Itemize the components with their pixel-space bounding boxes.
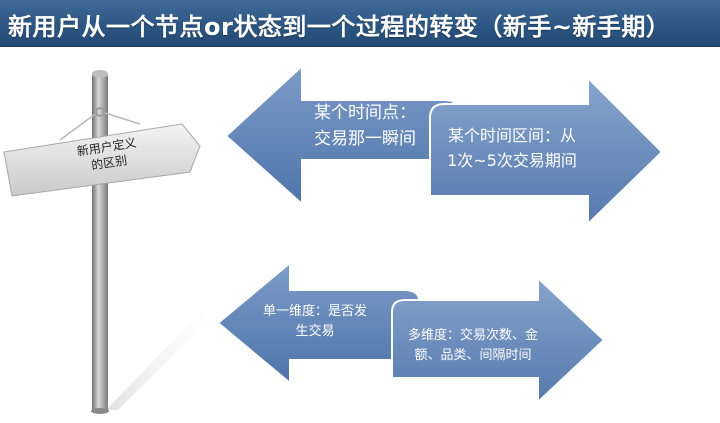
arrow-top-left-label: 某个时间点： 交易那一瞬间 bbox=[300, 100, 430, 153]
arrow-top-left-line1: 某个时间点： bbox=[314, 103, 416, 123]
arrow-bottom-right-line2: 额、品类、间隔时间 bbox=[414, 348, 532, 364]
pole-cap bbox=[92, 70, 108, 78]
arrow-bottom-right-label: 多维度：交易次数、金 额、品类、间隔时间 bbox=[398, 326, 548, 366]
arrow-bottom-left-line2: 生交易 bbox=[295, 324, 335, 340]
signpost-pole bbox=[92, 72, 108, 412]
sign-rope-right bbox=[101, 111, 141, 125]
sign-rope-left bbox=[59, 111, 99, 141]
arrow-top-right-label: 某个时间区间：从 1次~5次交易期间 bbox=[438, 124, 586, 174]
arrow-bottom-left-label: 单一维度：是否发 生交易 bbox=[248, 302, 382, 342]
arrow-bottom-left-line1: 单一维度：是否发 bbox=[262, 304, 367, 319]
pole-shadow bbox=[106, 300, 230, 410]
sign-board bbox=[3, 123, 201, 197]
arrow-bottom-right bbox=[391, 275, 606, 405]
pole-base bbox=[91, 408, 109, 414]
arrow-top-right-line1: 某个时间区间：从 bbox=[447, 126, 576, 145]
arrow-top-right bbox=[429, 75, 664, 227]
title-bar: 新用户从一个节点or状态到一个过程的转变（新手~新手期） bbox=[0, 0, 720, 47]
arrow-top-left-line2: 交易那一瞬间 bbox=[314, 129, 416, 150]
page-title: 新用户从一个节点or状态到一个过程的转变（新手~新手期） bbox=[8, 13, 671, 41]
arrow-bottom-right-line1: 多维度：交易次数、金 bbox=[407, 328, 538, 343]
arrow-top-right-line2: 1次~5次交易期间 bbox=[447, 150, 577, 170]
sign-ring bbox=[95, 107, 105, 117]
